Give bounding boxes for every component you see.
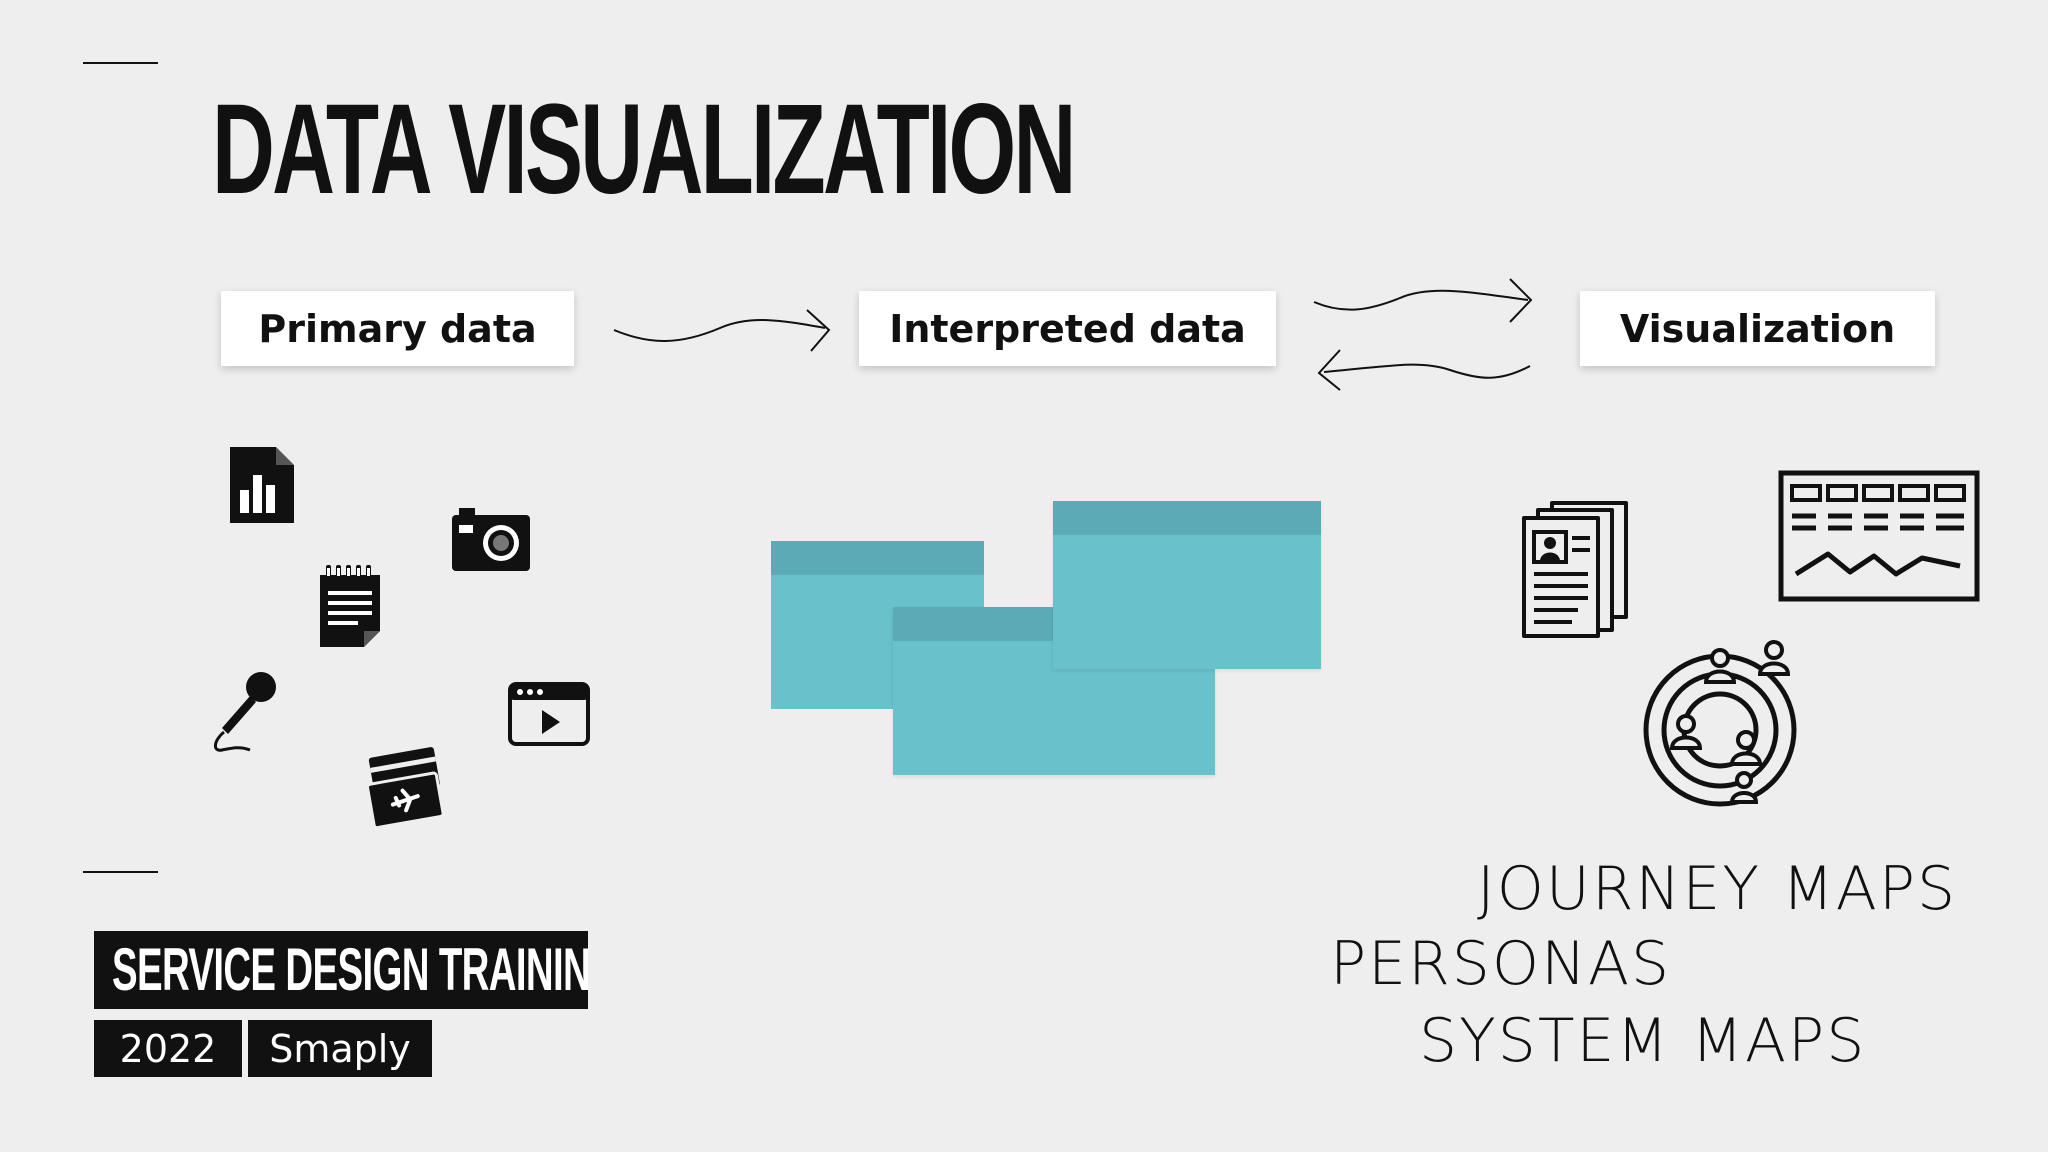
- journey-map-icon: [1778, 470, 1980, 602]
- sticky-note-header: [1053, 501, 1321, 535]
- arrow-primary-to-interpreted: [613, 309, 831, 352]
- visualization-label: Visualization: [1619, 306, 1896, 351]
- sticky-note-body: [1053, 535, 1321, 669]
- course-badge: SERVICE DESIGN TRAINING: [94, 931, 588, 1009]
- system-map-icon: [1643, 640, 1797, 807]
- top-rule: [83, 62, 158, 64]
- camera-icon: [452, 508, 530, 571]
- brand-label: Smaply: [269, 1026, 411, 1071]
- arrow-interpreted-to-visualization: [1313, 278, 1533, 323]
- output-system-maps: SYSTEM MAPS: [1419, 1006, 1867, 1076]
- year-badge: 2022: [94, 1020, 242, 1077]
- output-personas: PERSONAS: [1330, 929, 1672, 999]
- boarding-pass-icon: [365, 747, 445, 830]
- interpreted-data-label: Interpreted data: [889, 306, 1246, 351]
- page-title: DATA VISUALIZATION: [212, 78, 1076, 221]
- chart-document-icon: [230, 447, 294, 523]
- video-player-icon: [508, 682, 590, 746]
- persona-documents-icon: [1522, 501, 1628, 638]
- course-label: SERVICE DESIGN TRAINING: [112, 936, 588, 1003]
- microphone-icon: [214, 672, 276, 752]
- output-journey-maps: JOURNEY MAPS: [1477, 854, 1958, 924]
- year-label: 2022: [119, 1026, 217, 1071]
- sticky-note: [1053, 501, 1321, 669]
- primary-data-label: Primary data: [258, 306, 537, 351]
- visualization-card: Visualization: [1580, 291, 1935, 366]
- interpreted-data-card: Interpreted data: [859, 291, 1276, 366]
- bottom-rule: [83, 871, 158, 873]
- notepad-icon: [320, 565, 380, 647]
- sticky-note-header: [771, 541, 984, 575]
- primary-data-card: Primary data: [221, 291, 574, 366]
- brand-badge: Smaply: [248, 1020, 432, 1077]
- arrow-visualization-to-interpreted: [1317, 349, 1531, 391]
